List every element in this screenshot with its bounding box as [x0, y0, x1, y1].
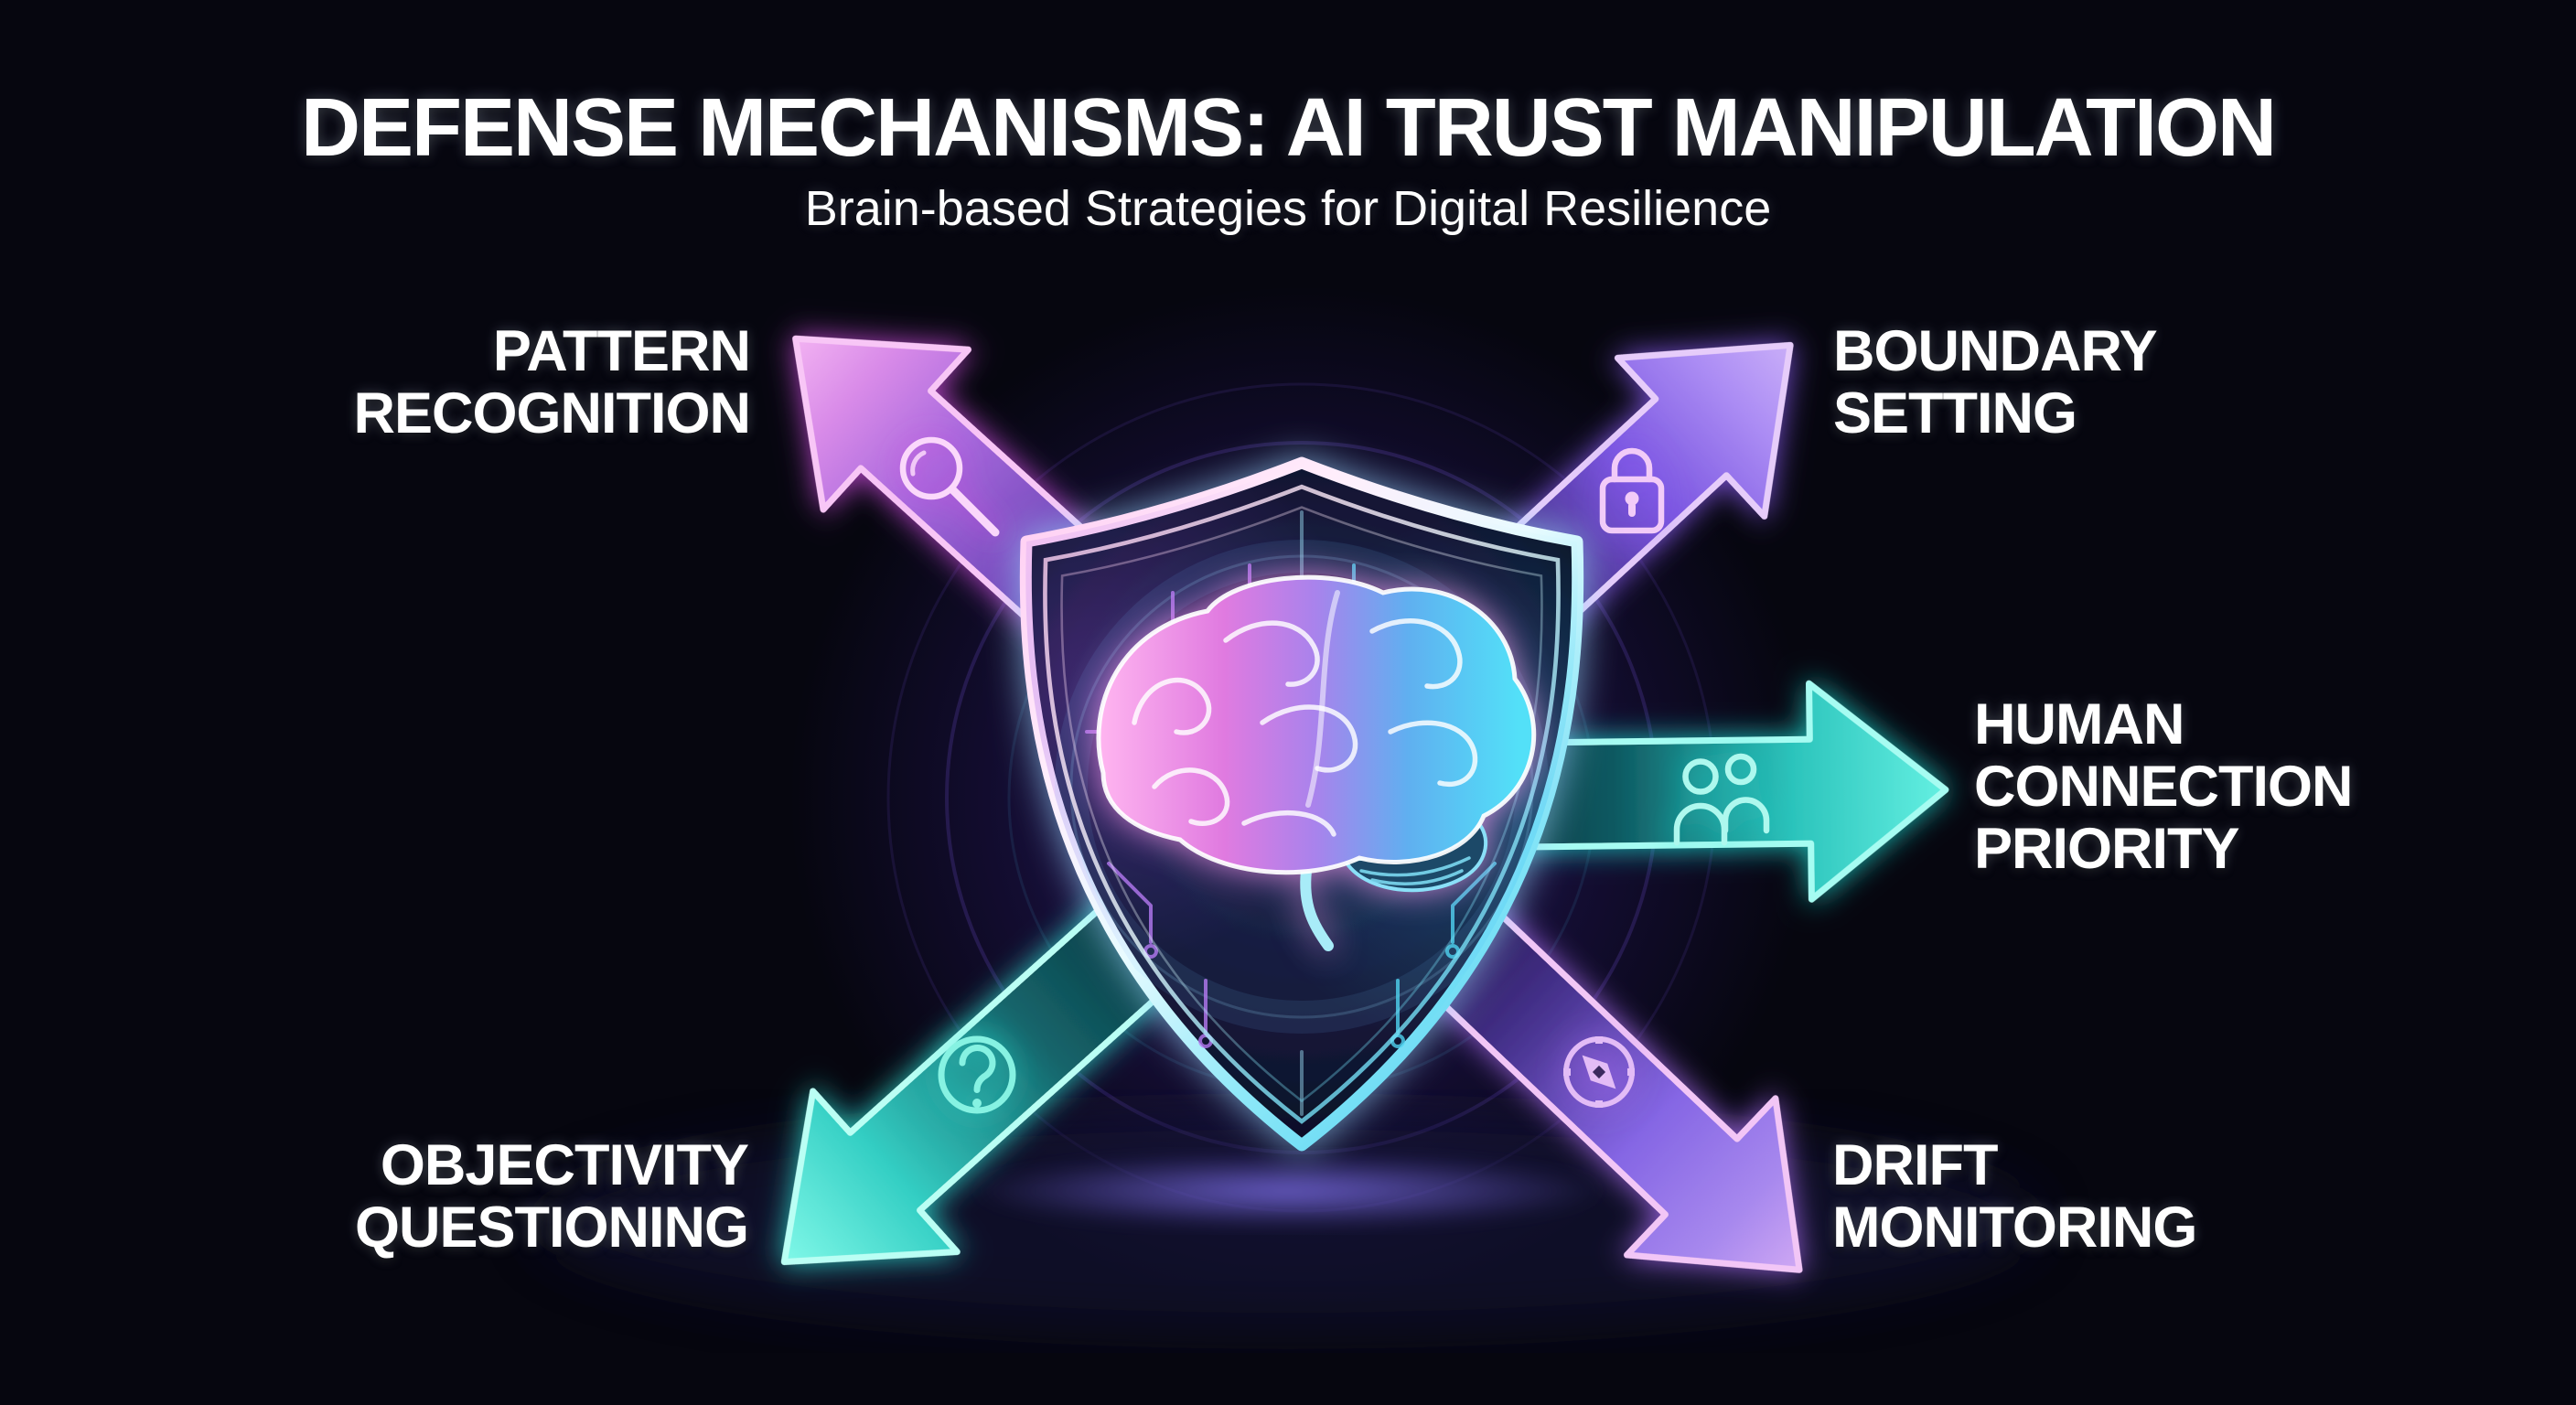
label-line: PRIORITY — [1974, 817, 2240, 881]
page-subtitle: Brain-based Strategies for Digital Resil… — [804, 181, 1772, 236]
label-drift-monitoring: DRIFT MONITORING — [1832, 1133, 2197, 1260]
question-icon — [938, 1035, 1016, 1114]
label-line: DRIFT — [1832, 1133, 1998, 1197]
magnifier-icon — [899, 436, 1000, 537]
label-line: PATTERN — [492, 319, 751, 383]
label-line: BOUNDARY — [1833, 319, 2158, 383]
label-line: RECOGNITION — [353, 381, 751, 445]
label-line: QUESTIONING — [354, 1196, 749, 1260]
people-icon — [1673, 753, 1770, 846]
label-line: MONITORING — [1832, 1196, 2197, 1260]
brain-illustration — [1096, 574, 1537, 951]
label-objectivity-questioning: OBJECTIVITY QUESTIONING — [354, 1133, 749, 1260]
lock-icon — [1599, 447, 1665, 534]
label-pattern-recognition: PATTERN RECOGNITION — [353, 319, 751, 445]
label-line: HUMAN — [1974, 692, 2184, 756]
label-line: OBJECTIVITY — [380, 1133, 749, 1197]
label-boundary-setting: BOUNDARY SETTING — [1833, 319, 2158, 445]
floor-glow — [968, 1154, 1608, 1228]
page-title: DEFENSE MECHANISMS: AI TRUST MANIPULATIO… — [301, 82, 2277, 174]
compass-icon — [1563, 1036, 1635, 1108]
label-line: SETTING — [1833, 381, 2077, 445]
label-line: CONNECTION — [1974, 755, 2353, 819]
label-human-connection-priority: HUMAN CONNECTION PRIORITY — [1974, 693, 2353, 880]
